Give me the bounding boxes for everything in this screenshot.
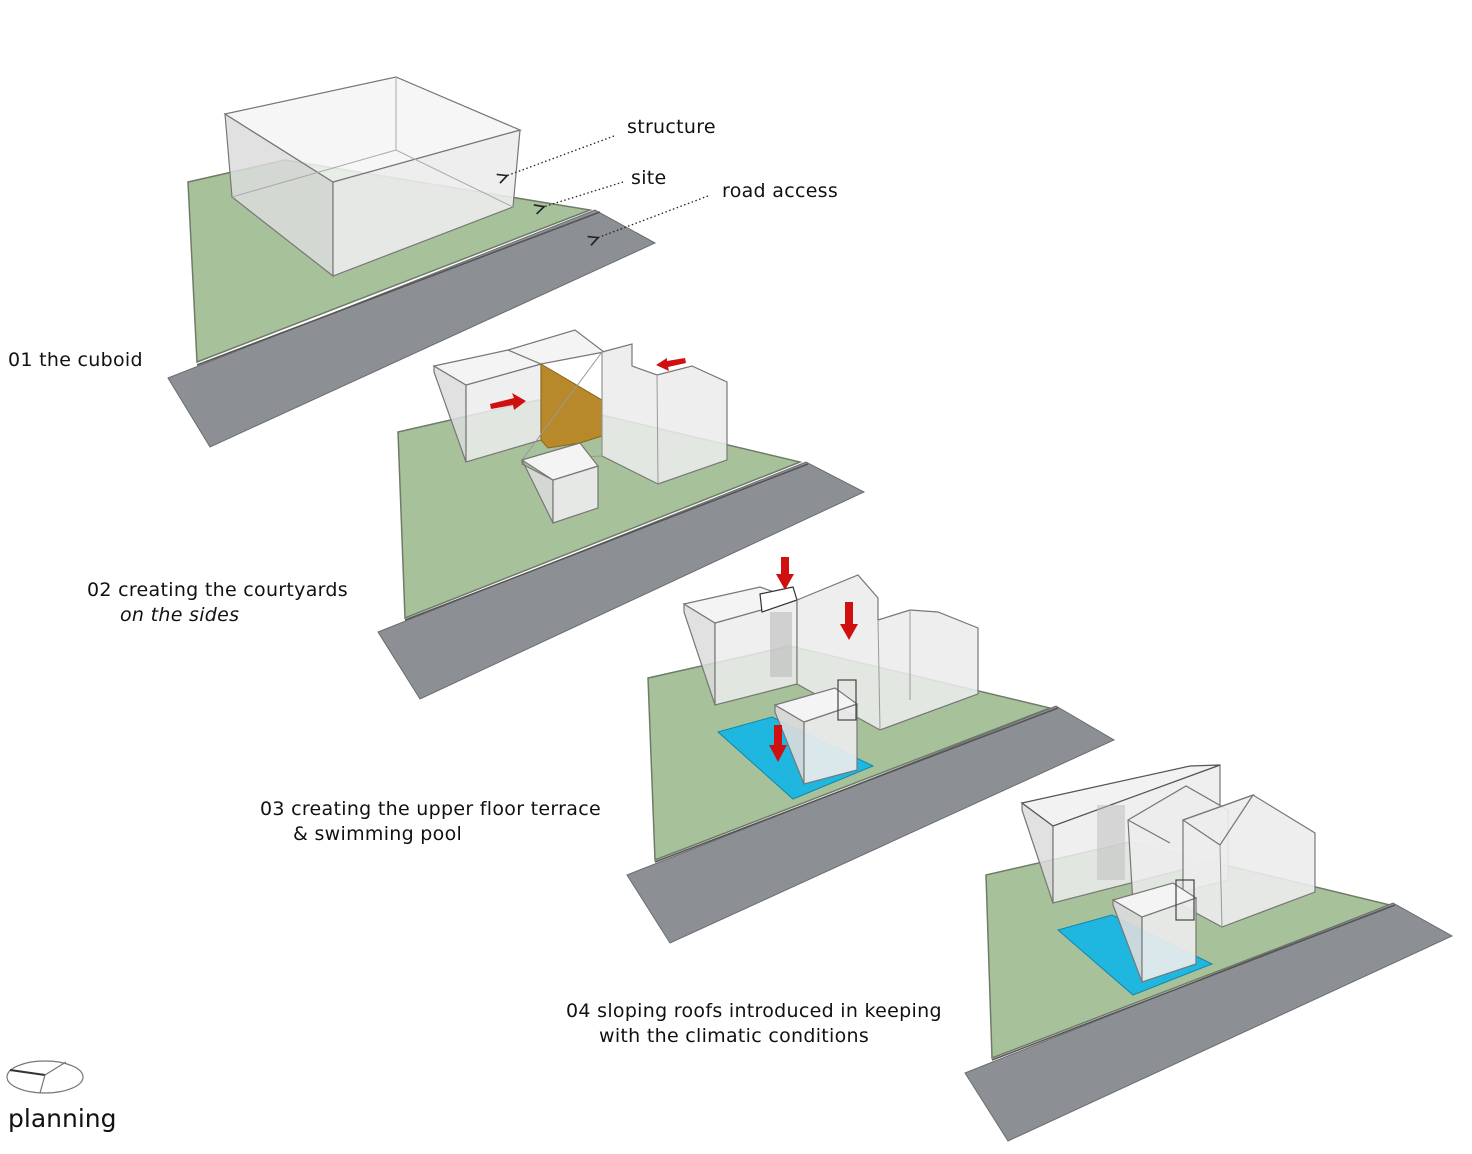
step-02-title: 02 creating the courtyards [87, 579, 348, 601]
road-access-callout: road access [722, 180, 839, 202]
step-02-label: 02 creating the courtyards on the sides [87, 578, 348, 628]
step-04-model [964, 764, 1454, 1142]
road-edge [404, 463, 809, 621]
structure-leader [506, 135, 615, 176]
step-03-title: 03 creating the upper floor terrace [260, 798, 601, 820]
road [626, 705, 1116, 944]
step-01-title: 01 the cuboid [8, 349, 143, 371]
road [167, 209, 657, 448]
road [377, 461, 866, 700]
road-edge [196, 211, 601, 366]
site-callout: site [631, 167, 667, 189]
step-04-title: 04 sloping roofs introduced in keeping [566, 1000, 942, 1022]
step-01-label: 01 the cuboid [8, 348, 143, 373]
push-arrow-top [776, 557, 794, 590]
structure-callout: structure [627, 116, 716, 138]
push-arrow-pool [769, 725, 787, 762]
push-arrow-right [656, 358, 686, 371]
road-edge [654, 707, 1059, 863]
step-04-label: 04 sloping roofs introduced in keeping w… [566, 999, 942, 1049]
cuboid-top [223, 76, 522, 183]
site-leader [543, 181, 624, 207]
step-03-subtitle: & swimming pool [293, 823, 463, 845]
compass-icon [6, 1060, 84, 1094]
planning-title: planning [8, 1104, 117, 1133]
road [964, 902, 1454, 1142]
step-01-model [167, 76, 709, 448]
step-02-model [377, 329, 866, 700]
courtyard-wall [540, 363, 603, 449]
step-03-label: 03 creating the upper floor terrace & sw… [260, 797, 601, 847]
push-arrow-middle [840, 602, 858, 640]
road-leader [597, 195, 709, 238]
step-02-subtitle: on the sides [120, 604, 240, 626]
road-edge [991, 904, 1396, 1061]
step-03-model [626, 557, 1116, 944]
push-arrow-left [490, 393, 526, 410]
step-04-subtitle: with the climatic conditions [599, 1025, 870, 1047]
